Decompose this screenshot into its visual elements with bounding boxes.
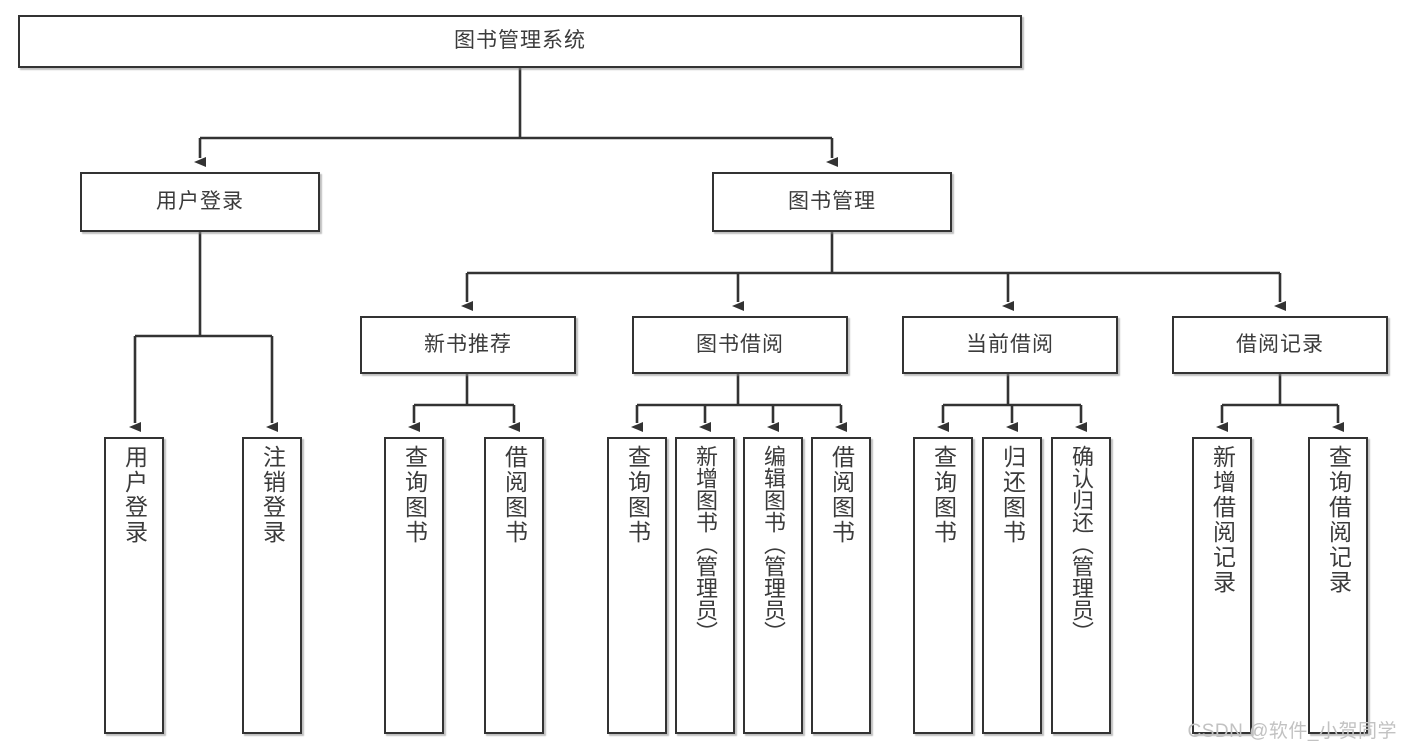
leaf-return-book[interactable]: 归还图书 — [982, 437, 1042, 734]
leaf-query-book[interactable]: 查询图书 — [607, 437, 667, 734]
leaf-query-book-new[interactable]: 查询图书 — [384, 437, 444, 734]
node-label: 新增图书（管理员） — [693, 445, 718, 643]
node-label: 查询图书 — [401, 445, 428, 545]
leaf-borrow-book[interactable]: 借阅图书 — [811, 437, 871, 734]
node-user-login[interactable]: 用户登录 — [80, 172, 320, 232]
node-label: 图书借阅 — [696, 332, 784, 356]
node-label: 编辑图书（管理员） — [761, 445, 786, 643]
leaf-add-borrow-record[interactable]: 新增借阅记录 — [1192, 437, 1252, 734]
leaf-add-book-admin[interactable]: 新增图书（管理员） — [675, 437, 735, 734]
node-label: 新增借阅记录 — [1209, 445, 1236, 595]
node-label: 借阅图书 — [501, 445, 528, 545]
leaf-query-book-current[interactable]: 查询图书 — [913, 437, 973, 734]
node-current-borrow[interactable]: 当前借阅 — [902, 316, 1118, 374]
node-label: 用户登录 — [156, 189, 244, 213]
node-label: 查询图书 — [930, 445, 957, 545]
node-label: 图书管理系统 — [454, 29, 586, 53]
node-borrow-record[interactable]: 借阅记录 — [1172, 316, 1388, 374]
node-label: 借阅图书 — [828, 445, 855, 545]
leaf-confirm-return-admin[interactable]: 确认归还（管理员） — [1051, 437, 1111, 734]
node-label: 查询图书 — [624, 445, 651, 545]
node-label: 归还图书 — [999, 445, 1026, 545]
csdn-watermark: CSDN @软件_小贺同学 — [1187, 721, 1397, 742]
node-new-book-recommend[interactable]: 新书推荐 — [360, 316, 576, 374]
leaf-user-login[interactable]: 用户登录 — [104, 437, 164, 734]
leaf-edit-book-admin[interactable]: 编辑图书（管理员） — [743, 437, 803, 734]
leaf-borrow-book-new[interactable]: 借阅图书 — [484, 437, 544, 734]
leaf-query-borrow-record[interactable]: 查询借阅记录 — [1308, 437, 1368, 734]
node-label: 用户登录 — [121, 445, 148, 545]
node-label: 新书推荐 — [424, 332, 512, 356]
node-label: 借阅记录 — [1236, 332, 1324, 356]
leaf-logout[interactable]: 注销登录 — [242, 437, 302, 734]
node-label: 查询借阅记录 — [1325, 445, 1352, 595]
node-book-borrow[interactable]: 图书借阅 — [632, 316, 848, 374]
node-label: 图书管理 — [788, 189, 876, 213]
node-label: 确认归还（管理员） — [1069, 445, 1094, 643]
node-label: 当前借阅 — [966, 332, 1054, 356]
node-label: 注销登录 — [259, 445, 286, 545]
node-book-management[interactable]: 图书管理 — [712, 172, 952, 232]
node-root-system[interactable]: 图书管理系统 — [18, 15, 1022, 68]
